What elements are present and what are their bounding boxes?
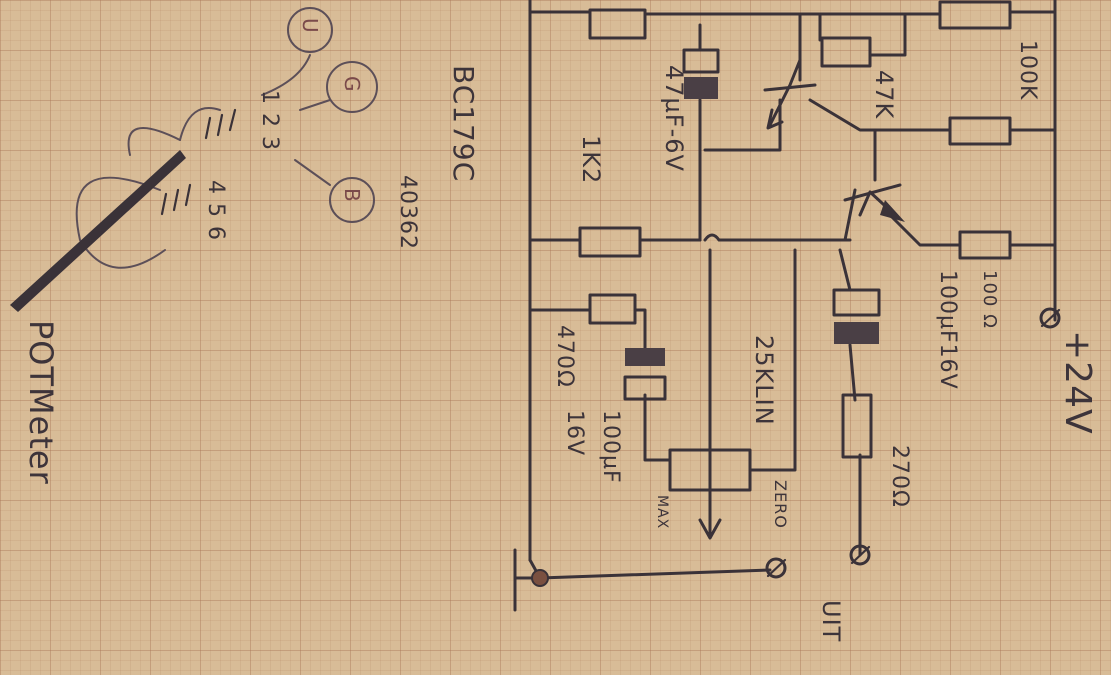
resistors (578, 0, 1012, 459)
label-pin-b: B (340, 188, 364, 203)
label-transistor-code: 40362 (395, 175, 420, 250)
label-r-100k: 100K (1015, 40, 1040, 101)
label-pin-row-a: 1 2 3 (257, 90, 282, 151)
pinout-sketch (10, 7, 378, 312)
potentiometer (668, 438, 752, 540)
label-pot-zero: ZERO (771, 480, 790, 529)
label-pin-g: G (340, 76, 364, 93)
ground-and-terminals (513, 307, 1061, 612)
label-supply: +24V (1057, 330, 1098, 435)
label-pot-25k: 25KLIN (750, 335, 778, 426)
label-r-270: 270Ω (887, 445, 912, 508)
label-pot-max: MAX (654, 495, 670, 530)
label-c-47uf: 47µF-6V (660, 65, 688, 172)
label-out: UIT (817, 600, 845, 643)
label-r-470: 470Ω (552, 325, 577, 388)
wiring (528, 0, 1057, 580)
label-pin-u: U (298, 18, 322, 34)
label-c-100uf-top: 100µF16V (935, 270, 960, 390)
capacitors (623, 48, 881, 401)
label-r-47k: 47K (870, 70, 898, 120)
label-c-100uf-bottom: 100µF 16V (562, 410, 623, 484)
label-pin-row-b: 4 5 6 (203, 180, 228, 241)
label-r-100ohm: 100 Ω (979, 270, 1000, 329)
label-transistor-type: BC179C (447, 65, 480, 183)
label-r-1k2: 1K2 (577, 135, 605, 185)
label-potmeter: POTMeter (22, 320, 60, 485)
transistors (763, 58, 905, 222)
